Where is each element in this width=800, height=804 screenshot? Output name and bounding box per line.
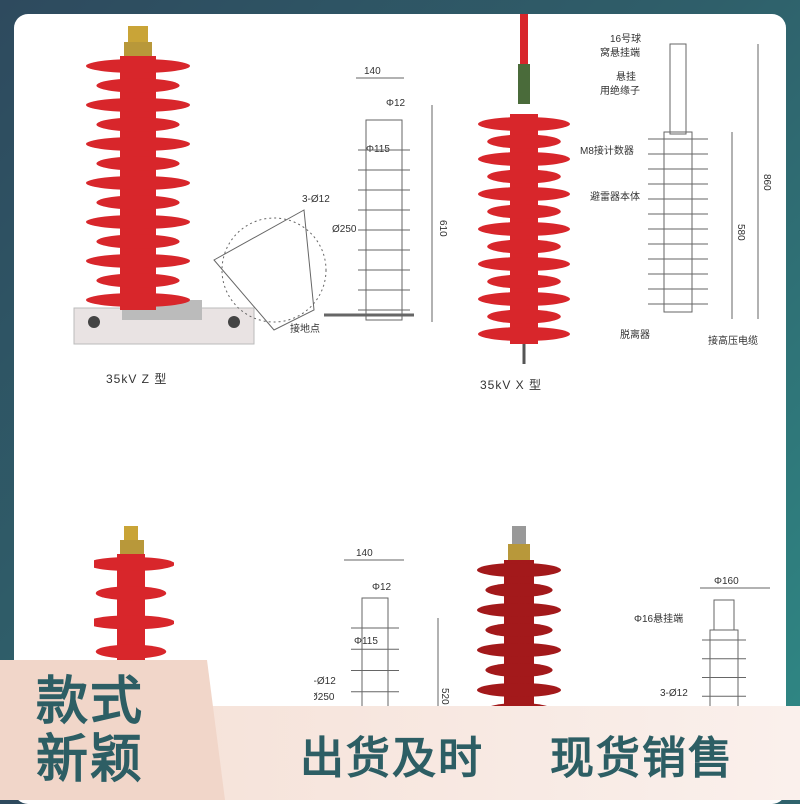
slogan-left: 出货及时	[300, 733, 484, 784]
arrester-shed	[477, 643, 561, 657]
arrester-shed	[86, 176, 190, 190]
arrester-shed	[477, 563, 561, 577]
arrester-shed	[485, 663, 553, 677]
arrester-shed	[86, 254, 190, 268]
dim-pin: Φ12	[386, 98, 406, 109]
dim-width-b2: Φ160	[714, 576, 739, 587]
dim-pin-b1: Φ12	[372, 582, 392, 593]
arrester-shed	[86, 215, 190, 229]
arrester-shed	[478, 152, 570, 166]
dim-circle-b1: Ø250	[314, 692, 335, 703]
arrester-shed	[86, 137, 190, 151]
label-hang: 悬挂	[616, 70, 636, 83]
arrester-shed	[478, 292, 570, 306]
arrester-shed	[95, 586, 167, 601]
arrester-shed	[478, 117, 570, 131]
arrester-bottom-2	[477, 526, 561, 720]
slogan-banner	[200, 706, 800, 800]
arrester-z-photo	[73, 26, 255, 345]
arrester-shed	[86, 293, 190, 307]
arrester-shed	[96, 273, 180, 288]
caption-35kv-x: 35kV X 型	[480, 378, 543, 392]
slogan-right: 现货销售	[550, 733, 734, 784]
badge-line1: 款式	[36, 672, 145, 732]
dim-holes: 3-Ø12	[302, 194, 330, 205]
arrester-shed	[478, 327, 570, 341]
arrester-shed	[485, 623, 553, 637]
arrester-shed	[487, 134, 561, 149]
label-cable: 接高压电缆	[708, 334, 758, 347]
arrester-shed	[487, 309, 561, 324]
arrester-shed	[95, 644, 167, 659]
arrester-shed	[478, 222, 570, 236]
badge-panel: 款式 新颖	[0, 660, 225, 800]
drawing-bottom-1: 140 Φ12 Φ115 3-Ø12 Ø250 520	[314, 548, 450, 718]
arrester-shed	[96, 117, 180, 132]
label-ball-end: 窝悬挂端	[600, 46, 640, 59]
arrester-shed	[478, 187, 570, 201]
arrester-shed	[94, 615, 174, 630]
dim-height: 610	[437, 220, 448, 237]
arrester-shed	[485, 583, 553, 597]
arrester-shed	[96, 234, 180, 249]
arrester-shed	[487, 274, 561, 289]
arrester-shed	[86, 98, 190, 112]
caption-35kv-z: 35kV Z 型	[106, 372, 168, 386]
label-disconnector: 脱离器	[620, 328, 650, 341]
label-ground: 接地点	[290, 322, 320, 335]
arrester-shed	[94, 557, 174, 571]
arrester-shed	[96, 78, 180, 93]
arrester-shed	[487, 204, 561, 219]
label-insulator: 用绝缘子	[600, 84, 640, 97]
dim-width: 140	[364, 66, 381, 77]
dim-height-b1: 520	[439, 688, 450, 705]
label-hook-b2: Φ16悬挂端	[634, 612, 683, 625]
arrester-shed	[96, 195, 180, 210]
dim-body-b1: Φ115	[354, 636, 378, 647]
badge-line2: 新颖	[36, 730, 145, 790]
label-ball: 16号球	[610, 32, 641, 45]
dim-total: 860	[761, 174, 772, 191]
dim-circle: Ø250	[332, 224, 357, 235]
drawing-z: 140 Φ12 Φ115 610 3-Ø12 Ø250 接地点	[213, 66, 448, 335]
label-body: 避雷器本体	[590, 190, 640, 203]
dim-body-x: 580	[735, 224, 746, 241]
arrester-shed	[487, 239, 561, 254]
label-counter: M8接计数器	[580, 144, 634, 157]
arrester-shed	[478, 257, 570, 271]
arrester-shed	[477, 603, 561, 617]
arrester-shed	[86, 59, 190, 73]
arrester-shed	[96, 156, 180, 171]
dim-holes-b1: 3-Ø12	[314, 676, 336, 687]
arrester-shed	[477, 683, 561, 697]
arrester-shed	[487, 169, 561, 184]
arrester-x-photo	[478, 14, 570, 364]
dim-holes-b2: 3-Ø12	[660, 688, 688, 699]
drawing-bottom-2: Φ160 Φ16悬挂端 3-Ø12	[634, 576, 770, 720]
dim-width-b1: 140	[356, 548, 373, 559]
